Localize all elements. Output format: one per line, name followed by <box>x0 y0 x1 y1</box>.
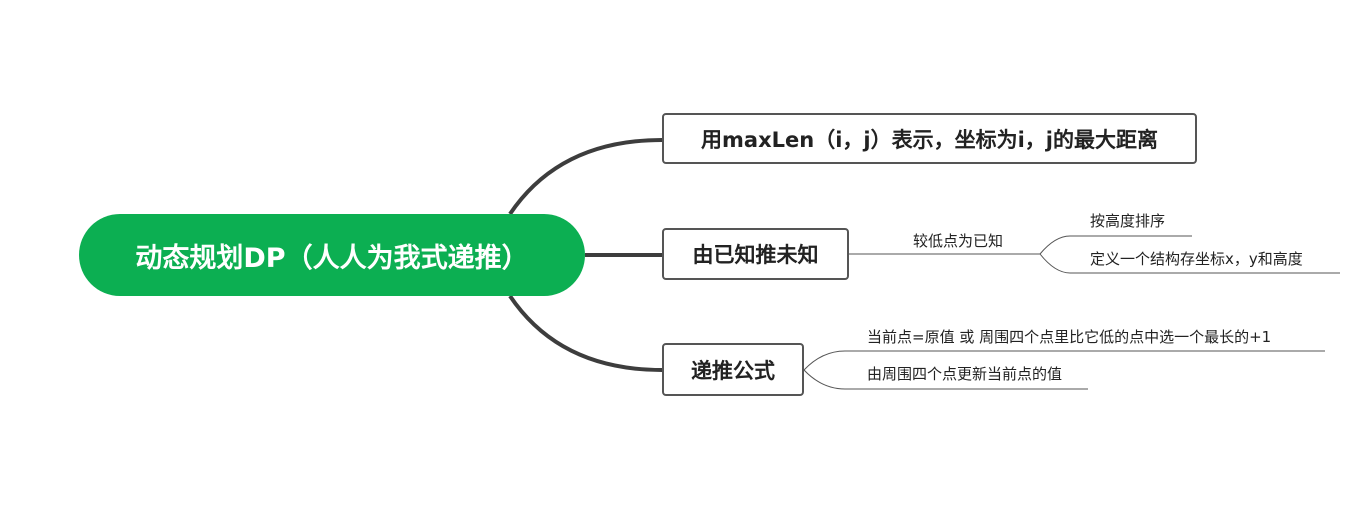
branch-topic-maxlen-definition[interactable]: 用maxLen（i，j）表示，坐标为i，j的最大距离 <box>662 113 1197 164</box>
connector-branch-2-to-formula-1 <box>803 350 1325 371</box>
root-topic-node[interactable]: 动态规划DP（人人为我式递推） <box>79 214 585 296</box>
connector-low-point-to-struct <box>1039 253 1340 274</box>
subtopic-sort-by-height[interactable]: 按高度排序 <box>1090 212 1166 230</box>
connector-low-point-to-sort <box>1039 235 1192 255</box>
branch-topic-known-to-unknown[interactable]: 由已知推未知 <box>662 228 849 280</box>
subtopic-low-point-known[interactable]: 较低点为已知 <box>913 232 1004 250</box>
branch-topic-recurrence-formula[interactable]: 递推公式 <box>662 343 804 396</box>
subtopic-define-struct[interactable]: 定义一个结构存坐标x，y和高度 <box>1090 250 1303 268</box>
connector-root-to-branch-2 <box>508 294 663 372</box>
connector-branch-2-to-formula-2 <box>803 369 1088 390</box>
subtopic-update-from-neighbors[interactable]: 由周围四个点更新当前点的值 <box>867 365 1063 383</box>
connector-root-to-branch-0 <box>508 138 663 216</box>
subtopic-formula-rule[interactable]: 当前点=原值 或 周围四个点里比它低的点中选一个最长的+1 <box>867 328 1272 346</box>
